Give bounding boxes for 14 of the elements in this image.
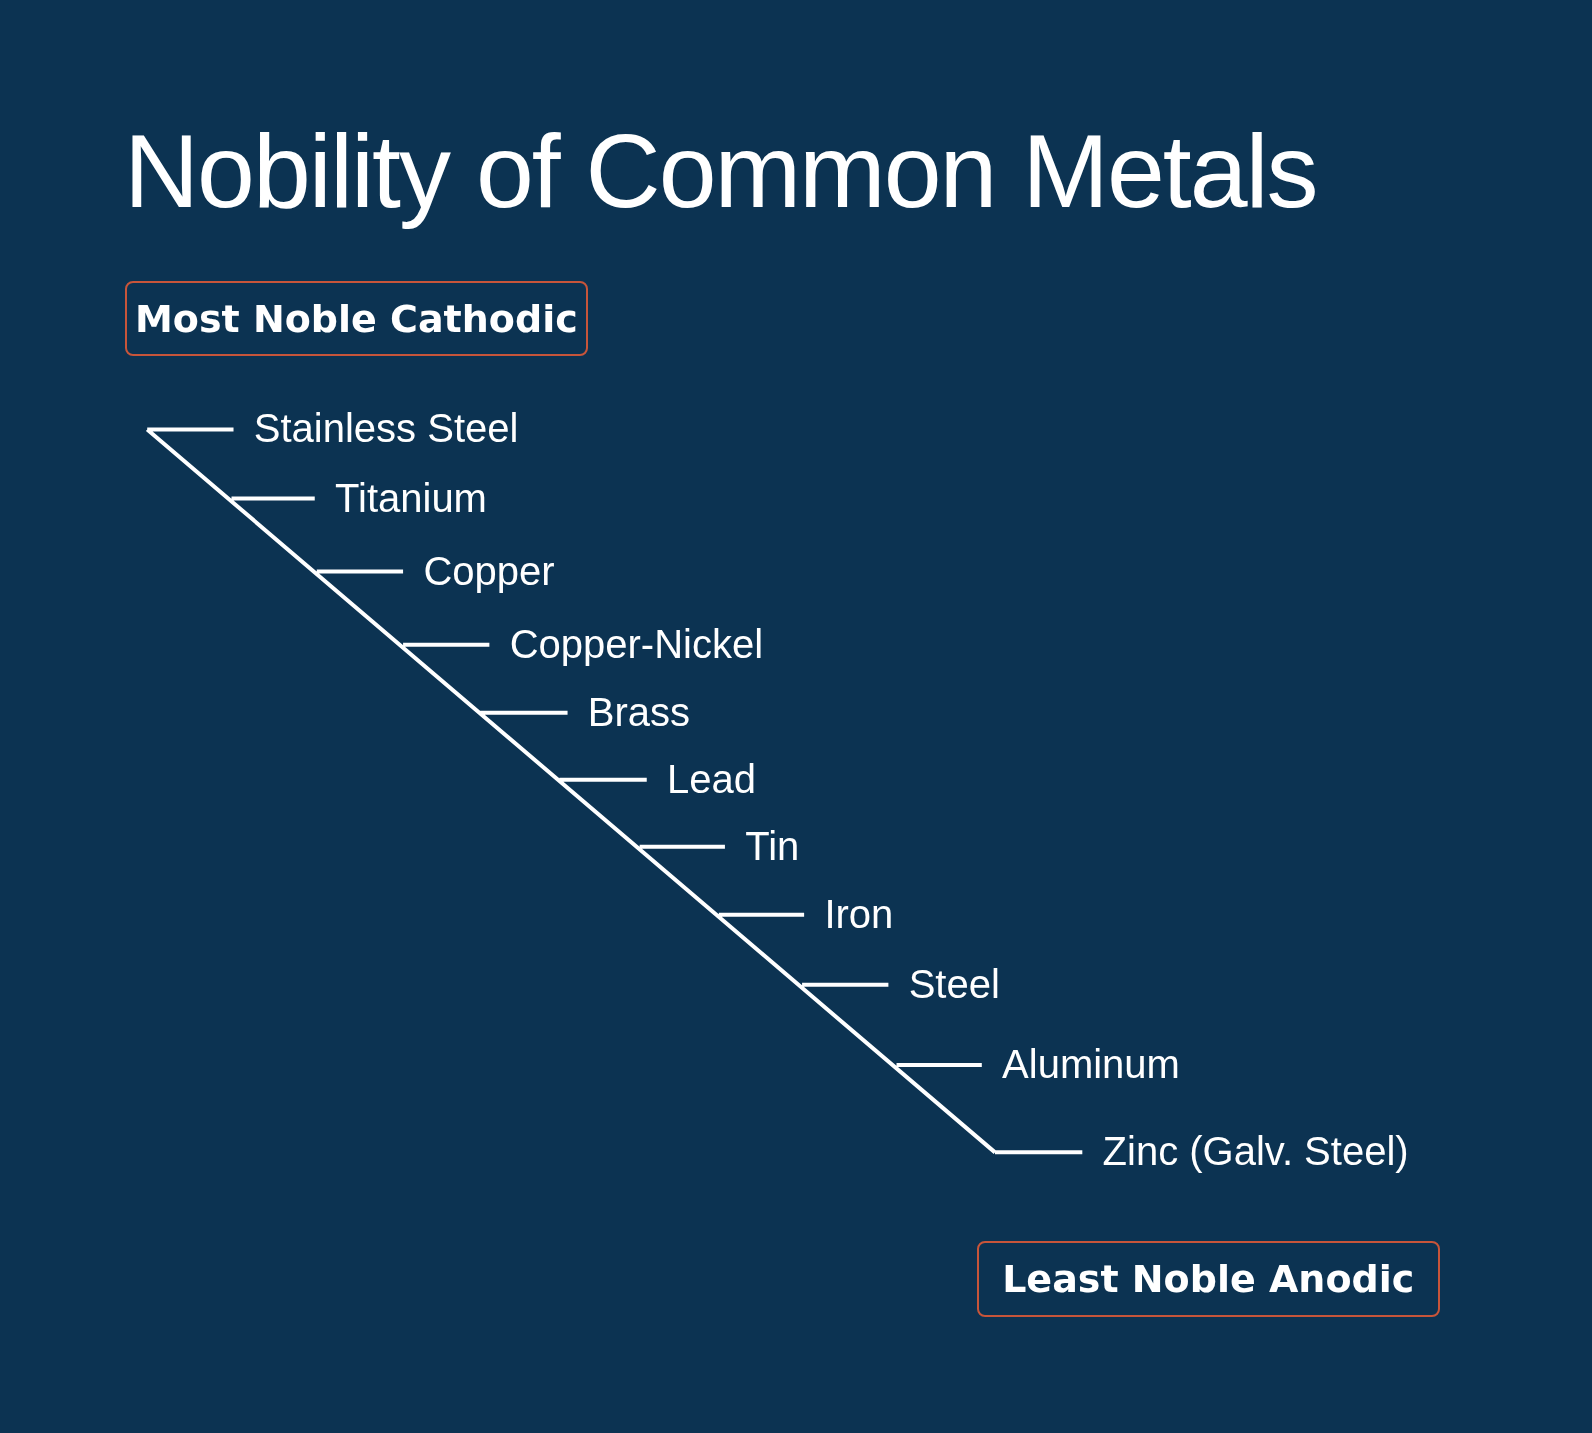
- metal-label: Aluminum: [1002, 1044, 1180, 1085]
- metal-label: Copper-Nickel: [509, 623, 764, 664]
- title: Nobility of Common Metals: [124, 112, 1317, 231]
- metal-label: Iron: [824, 893, 894, 934]
- metal-label: Stainless Steel: [253, 408, 519, 449]
- metal-label: Titanium: [335, 477, 487, 518]
- metal-label: Brass: [587, 691, 691, 732]
- metal-label: Zinc (Galv. Steel): [1102, 1131, 1409, 1172]
- label-box: Most Noble Cathodic: [124, 281, 588, 357]
- metal-label: Steel: [908, 963, 1000, 1004]
- label-box: Least Noble Anodic: [976, 1240, 1440, 1317]
- metal-label: Tin: [745, 825, 800, 866]
- metal-label: Lead: [667, 758, 757, 799]
- metal-label: Copper: [423, 550, 555, 591]
